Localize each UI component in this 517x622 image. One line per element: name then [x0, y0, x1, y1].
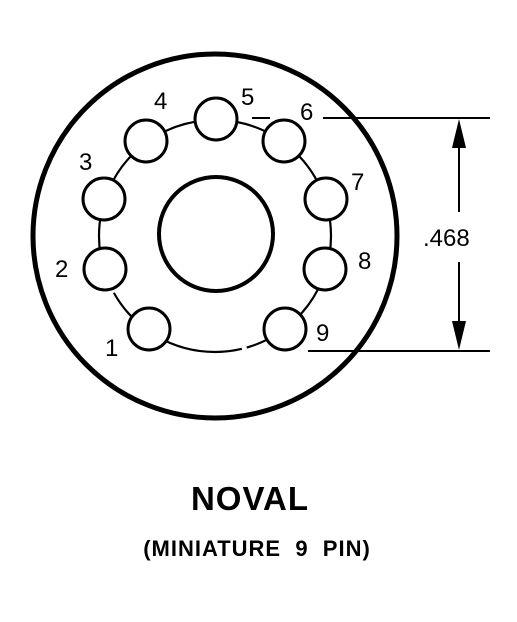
- diagram-subtitle: (MINIATURE 9 PIN): [143, 536, 371, 561]
- pin-label-2: 2: [55, 256, 68, 283]
- pin-hole-9: [262, 306, 308, 352]
- pin-hole-8: [302, 246, 348, 292]
- outer-circle: [30, 51, 400, 421]
- pin-hole-5: [193, 96, 239, 142]
- dimension-arrow-up: [452, 119, 466, 148]
- pin-hole-6: [261, 118, 307, 164]
- pin-label-5: 5: [241, 84, 254, 111]
- pin-label-6: 6: [300, 99, 313, 126]
- pin-holes: [81, 96, 349, 352]
- pin-label-8: 8: [358, 248, 371, 275]
- pin-label-1: 1: [105, 335, 118, 362]
- pin-hole-3: [81, 176, 127, 222]
- pin-hole-4: [123, 118, 169, 164]
- pin-label-3: 3: [79, 149, 92, 176]
- pin-hole-7: [303, 176, 349, 222]
- dimension: .468: [308, 117, 490, 352]
- pin-hole-1: [126, 306, 172, 352]
- diagram-title: NOVAL: [191, 480, 309, 517]
- dimension-arrow-down: [452, 321, 466, 350]
- pin-label-7: 7: [351, 169, 364, 196]
- center-hole: [157, 175, 275, 293]
- pin-label-4: 4: [154, 88, 167, 115]
- pin-label-9: 9: [316, 320, 329, 347]
- dimension-label: .468: [423, 225, 470, 252]
- pin-labels: 1 2 3 4 5 6 7 8 9: [55, 84, 371, 362]
- pin-hole-2: [82, 246, 128, 292]
